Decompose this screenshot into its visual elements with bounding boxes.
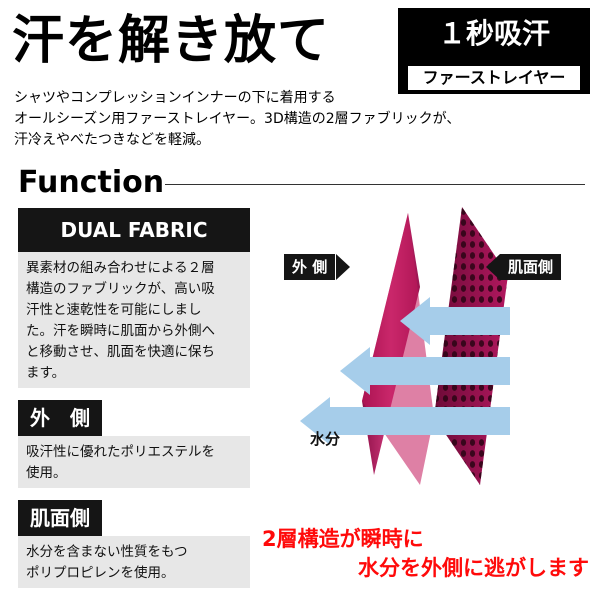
skin-label: 肌面側 bbox=[18, 500, 102, 536]
intro-text: シャツやコンプレッションインナーの下に着用する オールシーズン用ファーストレイヤ… bbox=[14, 88, 461, 151]
fabric-diagram bbox=[300, 207, 510, 485]
outer-description: 吸汗性に優れたポリエステルを 使用。 bbox=[18, 436, 250, 488]
dual-fabric-line: と移動させ、肌面を快適に保ち bbox=[26, 344, 215, 360]
outer-line: 吸汗性に優れたポリエステルを bbox=[26, 444, 215, 460]
skin-line: 水分を含まない性質をもつ bbox=[26, 544, 188, 560]
intro-line: 汗冷えやべたつきなどを軽減。 bbox=[14, 132, 210, 148]
headline: 汗を解き放て bbox=[12, 11, 331, 71]
outer-line: 使用。 bbox=[26, 465, 67, 481]
dual-fabric-line: た。汗を瞬時に肌面から外側へ bbox=[26, 323, 215, 339]
water-label: 水分 bbox=[310, 430, 341, 448]
dual-fabric-description: 異素材の組み合わせによる２層 構造のファブリックが、高い吸 汗性と速乾性を可能に… bbox=[18, 252, 250, 388]
skin-tag-arrow-icon bbox=[486, 254, 500, 280]
callout-line-1: 2層構造が瞬時に bbox=[262, 527, 424, 551]
badge-sub-box: ファーストレイヤー bbox=[408, 66, 580, 90]
outer-tag-arrow-icon bbox=[336, 254, 350, 280]
intro-line: オールシーズン用ファーストレイヤー。3D構造の2層ファブリックが、 bbox=[14, 111, 461, 127]
dual-fabric-line: 異素材の組み合わせによる２層 bbox=[26, 260, 215, 276]
function-title: Function bbox=[18, 165, 165, 200]
badge: １秒吸汗 ファーストレイヤー bbox=[398, 8, 590, 94]
dual-fabric-line: ます。 bbox=[26, 365, 66, 381]
badge-main: １秒吸汗 bbox=[437, 17, 550, 50]
diagram-outer-tag: 外 側 bbox=[284, 254, 336, 280]
dual-fabric-line: 汗性と速乾性を可能にしまし bbox=[26, 302, 202, 318]
callout-line-2: 水分を外側に逃がします bbox=[358, 556, 589, 580]
dual-fabric-title: DUAL FABRIC bbox=[18, 208, 250, 252]
dual-fabric-line: 構造のファブリックが、高い吸 bbox=[26, 281, 215, 297]
skin-description: 水分を含まない性質をもつ ポリプロピレンを使用。 bbox=[18, 536, 250, 588]
outer-label: 外 側 bbox=[18, 400, 102, 436]
water-arrows bbox=[300, 297, 510, 445]
badge-sub: ファーストレイヤー bbox=[422, 68, 566, 87]
intro-line: シャツやコンプレッションインナーの下に着用する bbox=[14, 90, 336, 106]
diagram-skin-tag: 肌面側 bbox=[500, 254, 562, 280]
skin-line: ポリプロピレンを使用。 bbox=[26, 565, 175, 581]
function-divider bbox=[165, 184, 585, 185]
skin-layer-holes bbox=[434, 207, 508, 485]
